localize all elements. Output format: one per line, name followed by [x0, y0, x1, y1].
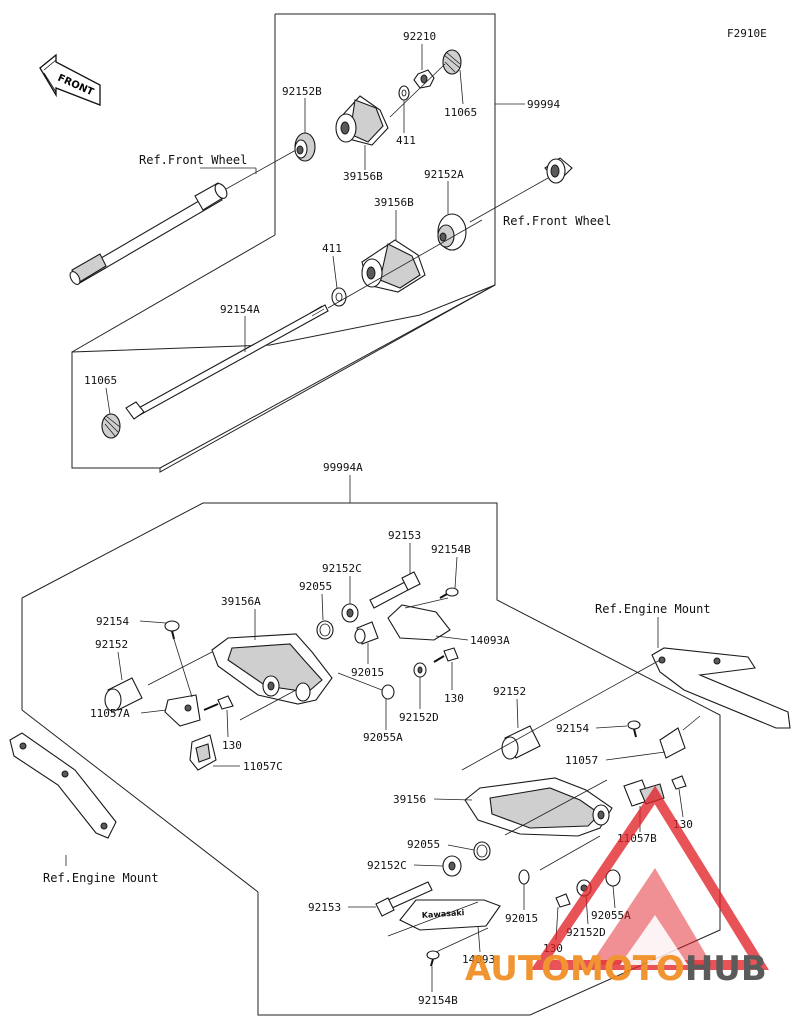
- label-92055-top: 92055: [299, 580, 332, 593]
- part-130-left: [203, 695, 234, 711]
- label-92152-right: 92152: [493, 685, 526, 698]
- part-11057C: [189, 734, 217, 771]
- label-92154B-top: 92154B: [431, 543, 471, 556]
- part-92154B-bottom: [426, 950, 440, 967]
- part-130-right: [671, 775, 687, 790]
- watermark-moto: MOTO: [570, 949, 685, 989]
- watermark-hub: HUB: [685, 949, 767, 989]
- part-92152-right: [501, 725, 541, 760]
- label-92154A: 92154A: [220, 303, 260, 316]
- part-92210: [413, 69, 435, 89]
- part-92154B-top: [439, 587, 459, 599]
- part-11057: [659, 727, 686, 759]
- watermark-auto: AUTO: [465, 949, 570, 989]
- label-92153-bottom: 92153: [308, 901, 341, 914]
- part-92015-bottom: [518, 869, 530, 885]
- part-130-mid: [433, 647, 459, 663]
- label-11057C: 11057C: [243, 760, 283, 773]
- part-92154A: [125, 304, 329, 420]
- ref-front-wheel-left: Ref.Front Wheel: [139, 153, 247, 167]
- label-92154-left: 92154: [96, 615, 129, 628]
- part-92152B: [294, 132, 316, 162]
- label-411-mid: 411: [322, 242, 342, 255]
- label-92153-top: 92153: [388, 529, 421, 542]
- part-92152-left: [104, 677, 143, 712]
- label-39156: 39156: [393, 793, 426, 806]
- part-39156A: [211, 633, 333, 705]
- label-411-top: 411: [396, 134, 416, 147]
- top-group-frame: [71, 13, 496, 473]
- label-92152A: 92152A: [424, 168, 464, 181]
- label-39156A: 39156A: [221, 595, 261, 608]
- label-14093: 14093: [462, 953, 495, 966]
- label-92015-top: 92015: [351, 666, 384, 679]
- ref-engine-mount-left: Ref.Engine Mount: [43, 871, 159, 885]
- part-92153-top: [369, 571, 421, 609]
- label-130-mid: 130: [444, 692, 464, 705]
- label-11065-top: 11065: [444, 106, 477, 119]
- label-92210: 92210: [403, 30, 436, 43]
- label-92152D-bottom: 92152D: [566, 926, 606, 939]
- part-wheel-bearing-right: [544, 157, 573, 184]
- engine-mount-right: [651, 647, 791, 729]
- watermark-triangle-icon: [530, 785, 769, 970]
- label-99994A: 99994A: [323, 461, 363, 474]
- label-92152D-top: 92152D: [399, 711, 439, 724]
- ref-front-wheel-right: Ref.Front Wheel: [503, 214, 611, 228]
- part-92154-left: [164, 620, 180, 640]
- label-92154B-bottom: 92154B: [418, 994, 458, 1007]
- part-92154-right: [627, 720, 641, 738]
- label-92152B: 92152B: [282, 85, 322, 98]
- label-92055-bottom: 92055: [407, 838, 440, 851]
- label-92152C-bottom: 92152C: [367, 859, 407, 872]
- part-92152C-bottom: [442, 855, 462, 877]
- front-arrow-icon: FRONT: [39, 53, 101, 106]
- label-92154-right: 92154: [556, 722, 589, 735]
- watermark-text: AUTOMOTOHUB: [465, 949, 767, 989]
- kawasaki-logo: Kawasaki: [422, 908, 465, 920]
- part-130-bottom: [555, 893, 571, 908]
- watermark: AUTOMOTOHUB: [465, 785, 769, 989]
- label-99994: 99994: [527, 98, 560, 111]
- label-130-left: 130: [222, 739, 242, 752]
- bottom-group-frame: [21, 502, 721, 1016]
- label-11057A: 11057A: [90, 707, 130, 720]
- engine-mount-left: [9, 732, 117, 839]
- label-11057: 11057: [565, 754, 598, 767]
- front-axle: [69, 149, 297, 285]
- label-39156B-top: 39156B: [343, 170, 383, 183]
- part-39156: [464, 777, 613, 837]
- part-92153-bottom: [375, 881, 433, 917]
- part-39156B-mid: [361, 239, 426, 293]
- label-92015-bottom: 92015: [505, 912, 538, 925]
- part-14093: Kawasaki: [399, 899, 501, 931]
- part-92055A-top: [381, 684, 395, 700]
- part-11065-bottom: [101, 413, 121, 439]
- part-92152D-top: [413, 662, 427, 678]
- label-92152-left: 92152: [95, 638, 128, 651]
- part-92015-top: [354, 621, 379, 645]
- part-11065-top: [442, 49, 462, 75]
- label-92055A-top: 92055A: [363, 731, 403, 744]
- figure-code: F2910E: [727, 27, 767, 40]
- ref-engine-mount-right: Ref.Engine Mount: [595, 602, 711, 616]
- label-39156B-mid: 39156B: [374, 196, 414, 209]
- label-92152C-top: 92152C: [322, 562, 362, 575]
- label-14093A: 14093A: [470, 634, 510, 647]
- part-14093A: [387, 604, 451, 641]
- part-39156B-top: [335, 95, 389, 146]
- part-92152C-top: [341, 603, 359, 623]
- label-92055A-bottom: 92055A: [591, 909, 631, 922]
- part-11057A: [164, 694, 201, 727]
- label-11065-bottom: 11065: [84, 374, 117, 387]
